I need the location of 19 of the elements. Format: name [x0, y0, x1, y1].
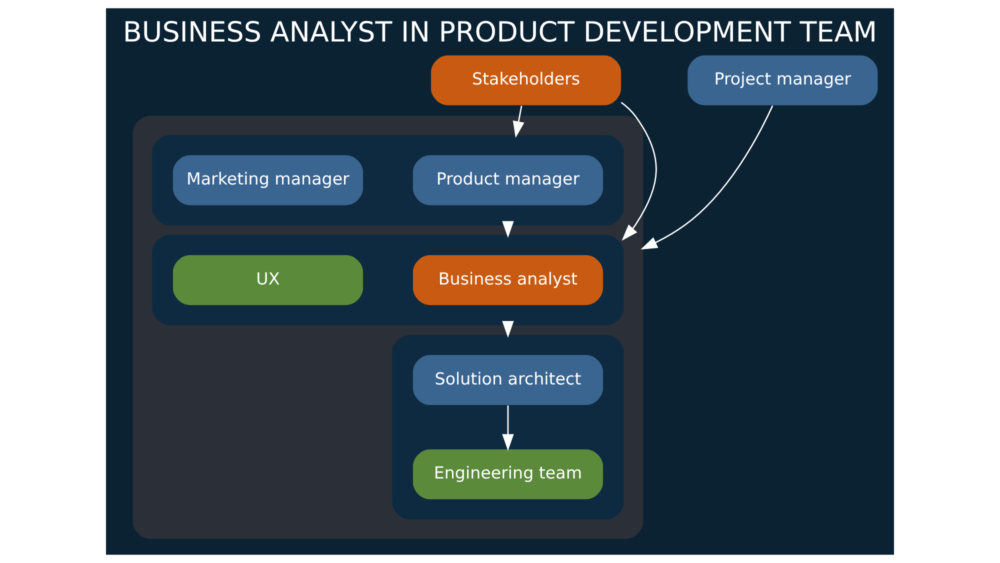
- node-box: UX: [172, 255, 363, 306]
- node-box: Solution architect: [412, 355, 603, 405]
- arrow: [640, 105, 774, 250]
- node-box: Product manager: [412, 155, 603, 206]
- arrow: [502, 405, 514, 451]
- arrow: [502, 321, 514, 338]
- arrow: [620, 102, 657, 241]
- cluster: [152, 135, 624, 226]
- node-box: Project manager: [688, 55, 878, 106]
- node-box: Stakeholders: [430, 55, 622, 106]
- node-box: Marketing manager: [172, 155, 363, 206]
- node-box: Business analyst: [412, 255, 603, 306]
- arrow: [502, 221, 514, 238]
- cluster: [132, 116, 644, 539]
- cluster: [392, 334, 624, 520]
- diagram-title: BUSINESS ANALYST IN PRODUCT DEVELOPMENT TEAM: [122, 15, 878, 48]
- cluster: [152, 235, 624, 326]
- arrow: [512, 106, 524, 138]
- node-box: Engineering team: [412, 449, 603, 500]
